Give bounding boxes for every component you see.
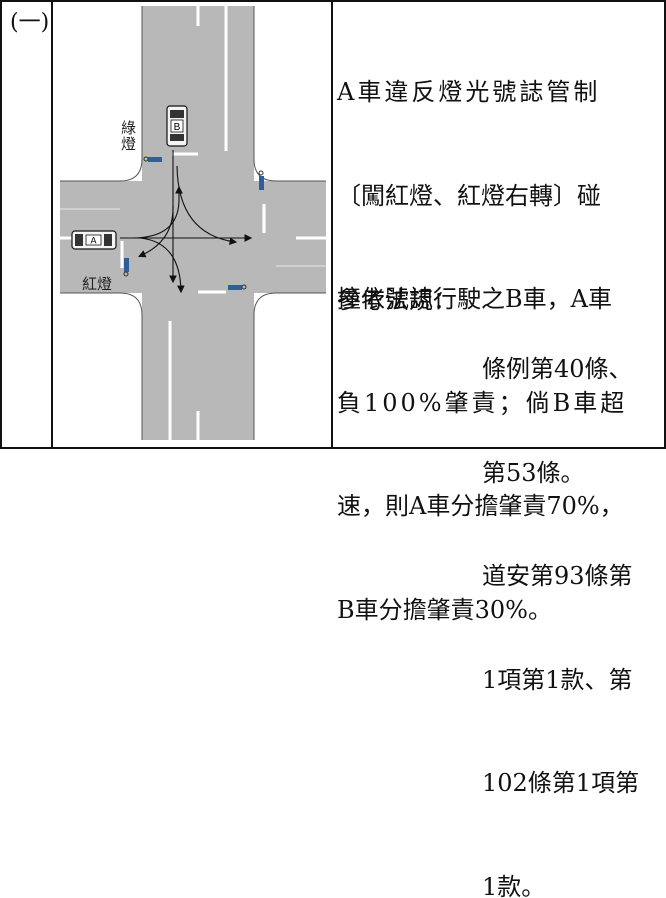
intersection-diagram: B A 綠燈 紅燈 (60, 6, 326, 440)
car-b: B (167, 106, 187, 146)
reference-item: 道安第93條第 (482, 559, 639, 594)
references-label: 參考法規： (337, 283, 457, 318)
red-light-label: 紅燈 (82, 275, 112, 293)
table-left-border (0, 0, 2, 449)
references-list: 條例第40條、 第53條。 道安第93條第 1項第1款、第 102條第1項第 1… (482, 283, 639, 898)
description-line: 〔闖紅燈、紅燈右轉〕碰 (337, 179, 661, 214)
reference-item: 1款。 (482, 870, 639, 898)
car-a: A (72, 231, 116, 249)
reference-item: 條例第40條、 (482, 352, 639, 387)
road-surface (60, 6, 326, 440)
car-a-label: A (90, 236, 96, 246)
table-column-divider-1 (51, 0, 53, 449)
car-b-label: B (174, 122, 181, 133)
table-column-divider-2 (331, 0, 333, 449)
item-number: (一) (10, 10, 49, 36)
green-light-label: 綠燈 (119, 120, 137, 152)
table-top-border (0, 0, 666, 2)
description-line: A車違反燈光號誌管制 (337, 75, 661, 110)
reference-item: 第53條。 (482, 456, 639, 491)
reference-item: 1項第1款、第 (482, 663, 639, 698)
reference-item: 102條第1項第 (482, 766, 639, 801)
